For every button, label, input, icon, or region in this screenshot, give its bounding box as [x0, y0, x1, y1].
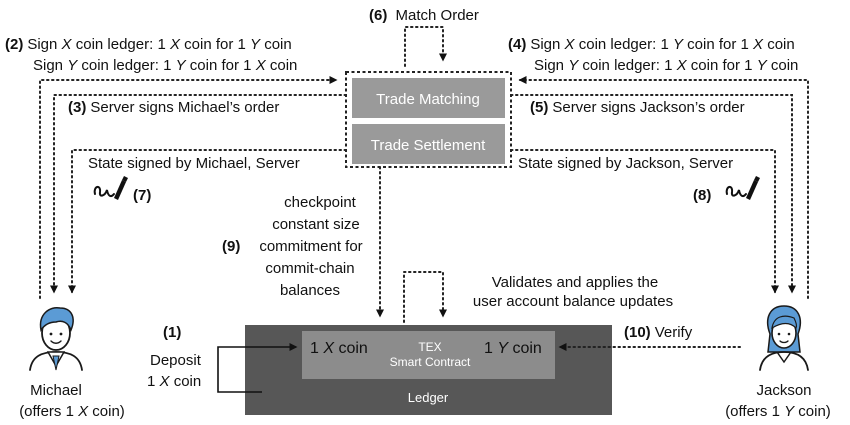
server-box	[345, 71, 512, 168]
trade-matching-label: Trade Matching	[376, 91, 480, 108]
x-coin-balance: 1 X coin	[310, 340, 368, 357]
validates-line2: user account balance updates	[473, 293, 673, 310]
validates-line1: Validates and applies the	[492, 274, 659, 291]
step8-arrow	[510, 149, 779, 294]
trade-settlement-box	[352, 124, 505, 164]
signature-pen-icon	[93, 176, 128, 200]
jackson-name: Jackson	[756, 382, 811, 399]
step7-label: (7)	[133, 187, 151, 204]
step9-line2: constant size	[272, 216, 360, 233]
step6-label: (6) Match Order	[369, 7, 479, 24]
tex-contract-box	[302, 331, 555, 379]
step9-line3: commitment for	[259, 238, 362, 255]
trade-matching-box	[352, 78, 505, 118]
signature-pen-icon	[725, 176, 760, 200]
michael-offer: (offers 1 X coin)	[19, 403, 125, 420]
match-order-loop-arrow	[404, 26, 447, 67]
step3-arrow	[50, 94, 347, 294]
michael-avatar-icon	[29, 306, 83, 371]
state-michael-label: State signed by Michael, Server	[88, 155, 300, 172]
step2-arrow	[39, 76, 338, 299]
step2-line2: Sign Y coin ledger: 1 Y coin for 1 X coi…	[33, 57, 297, 74]
jackson-avatar-icon	[759, 305, 809, 371]
step5-arrow	[510, 94, 796, 294]
step8-label: (8)	[693, 187, 711, 204]
y-coin-balance: 1 Y coin	[484, 340, 542, 357]
jackson-offer: (offers 1 Y coin)	[725, 403, 831, 420]
step4-arrow	[518, 76, 809, 299]
state-jackson-label: State signed by Jackson, Server	[518, 155, 733, 172]
deposit-arrow	[217, 343, 298, 393]
step7-arrow	[68, 149, 347, 294]
validates-loop-arrow	[403, 271, 447, 323]
ledger-label: Ledger	[408, 390, 449, 405]
step1-num: (1)	[163, 324, 181, 341]
step4-line2: Sign Y coin ledger: 1 X coin for 1 Y coi…	[534, 57, 798, 74]
step2-line1: (2)Sign X coin ledger: 1 X coin for 1 Y …	[5, 36, 292, 53]
tex-label: TEX	[418, 340, 441, 354]
deposit-line1: Deposit	[150, 352, 202, 369]
step4-line1: (4)Sign X coin ledger: 1 Y coin for 1 X …	[508, 36, 795, 53]
step3-label: (3)Server signs Michael’s order	[68, 99, 279, 116]
smart-contract-label: Smart Contract	[390, 355, 471, 369]
step9-line5: balances	[280, 282, 340, 299]
step9-line4: commit-chain	[265, 260, 354, 277]
step10-label: (10)Verify	[624, 324, 693, 341]
step9-line1: checkpoint	[284, 194, 357, 211]
trade-settlement-label: Trade Settlement	[371, 137, 486, 154]
deposit-line2: 1 X coin	[147, 373, 201, 390]
michael-name: Michael	[30, 382, 82, 399]
step5-label: (5)Server signs Jackson’s order	[530, 99, 745, 116]
step9-num: (9)	[222, 238, 240, 255]
